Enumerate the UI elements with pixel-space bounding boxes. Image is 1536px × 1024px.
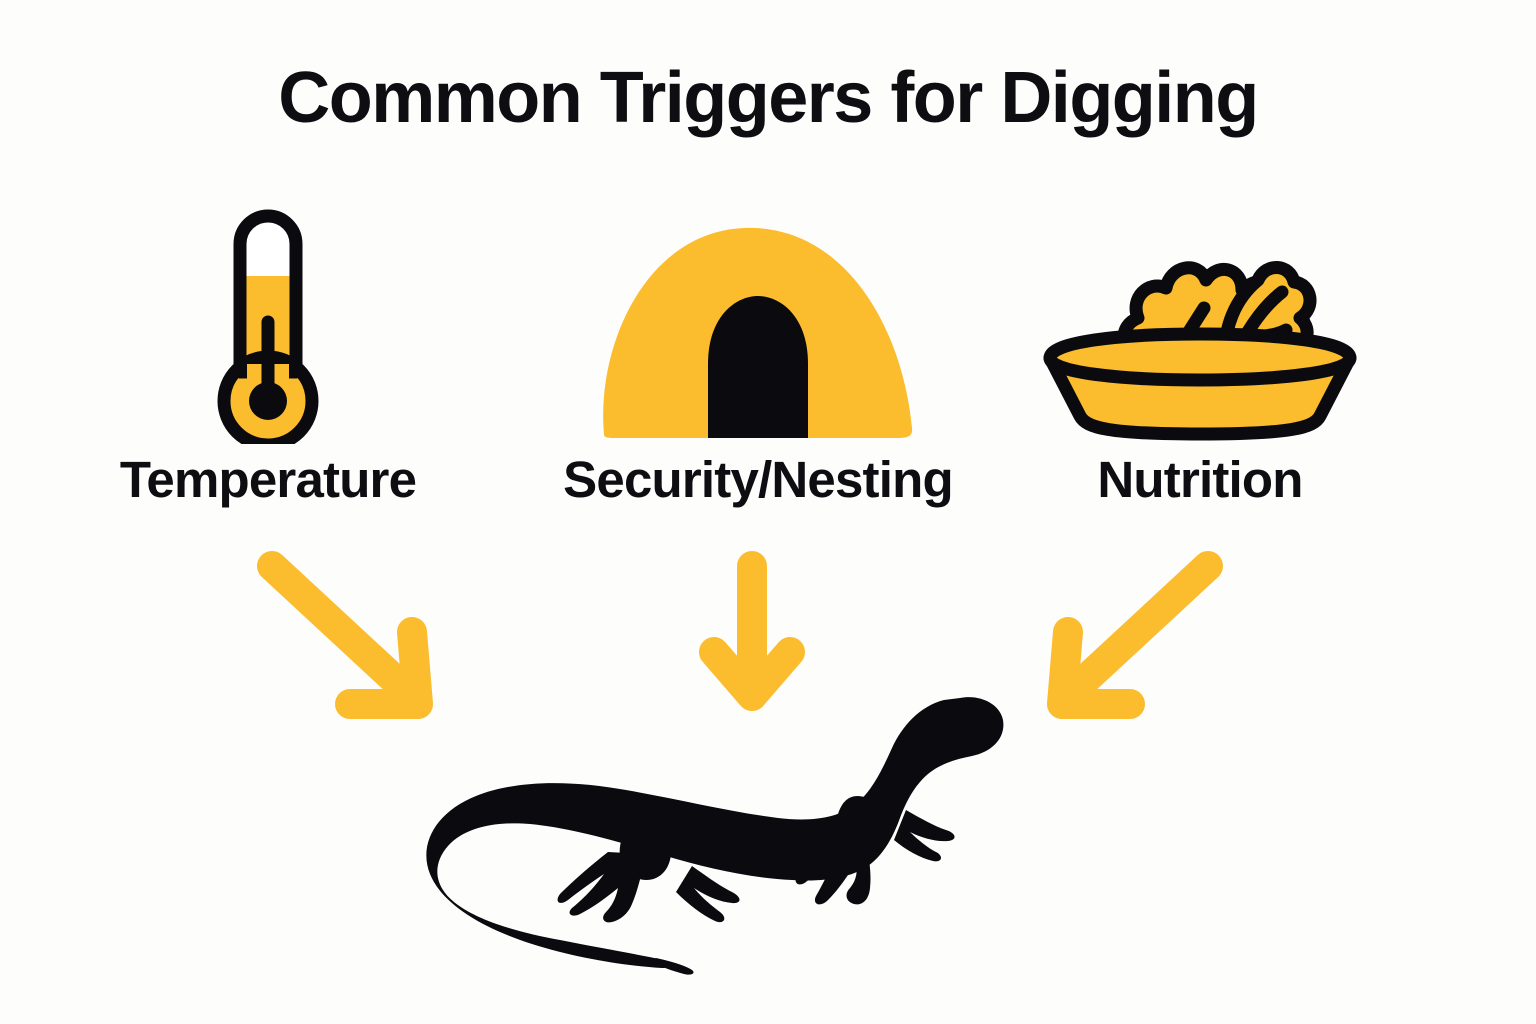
trigger-label-nutrition: Nutrition <box>1097 451 1303 508</box>
food-bowl-icon <box>1043 261 1357 441</box>
lizard-silhouette-wrap <box>420 660 1020 980</box>
food-bowl-icon-wrap <box>990 196 1410 444</box>
thermometer-icon-wrap <box>58 196 478 444</box>
trigger-label-security: Security/Nesting <box>563 451 953 508</box>
cave-hide-icon-wrap <box>548 196 968 444</box>
trigger-security: Security/Nesting <box>548 196 968 536</box>
page-title: Common Triggers for Digging <box>278 58 1259 138</box>
trigger-nutrition: Nutrition <box>990 196 1410 536</box>
lizard-silhouette <box>426 697 1004 975</box>
trigger-temperature: Temperature <box>58 196 478 536</box>
trigger-label-temperature: Temperature <box>119 451 417 508</box>
thermometer-icon <box>217 209 319 444</box>
arrow-down-right-icon <box>257 551 433 719</box>
cave-hide-icon <box>603 227 913 438</box>
arrow-down-left-icon <box>1047 551 1223 719</box>
